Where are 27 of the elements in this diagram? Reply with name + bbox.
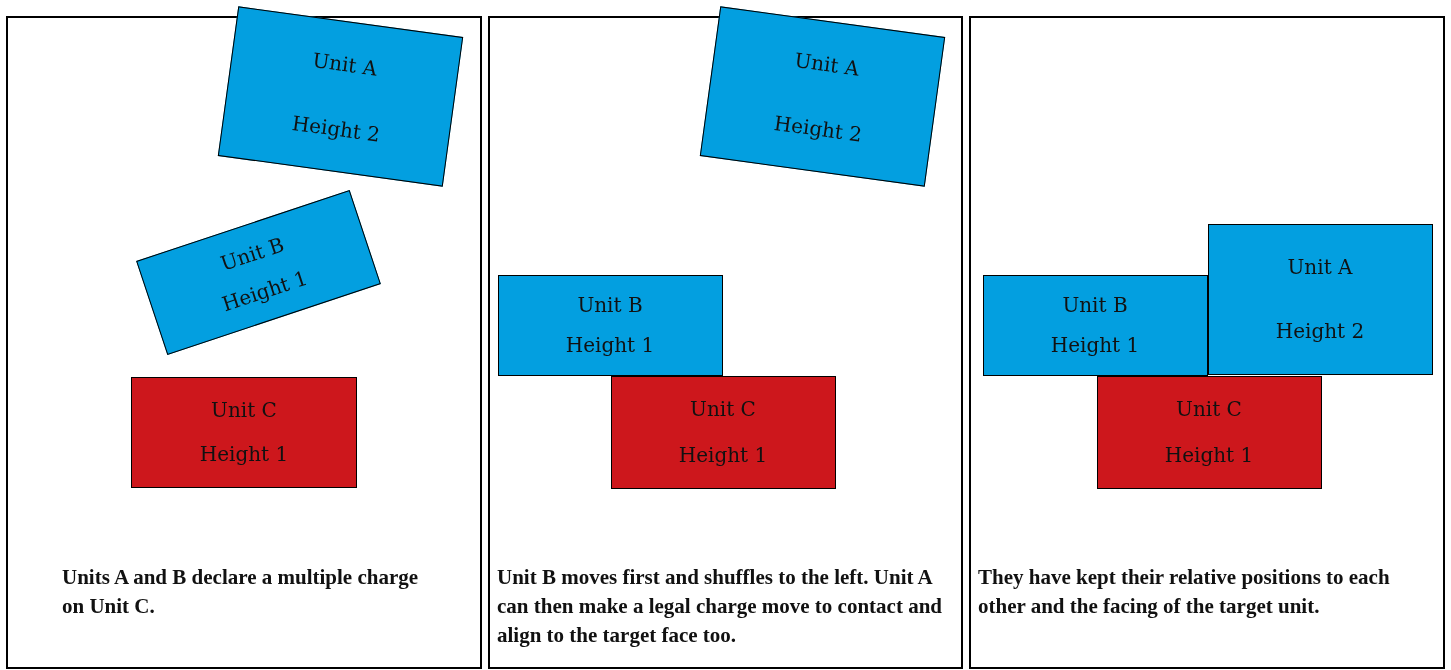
unit-block [497,274,723,376]
caption-text: Unit B moves first and shuffles to the left. Unit A can then make a legal charge move to contact and align to the target face too. [497,564,944,649]
unit-label: Unit B [1062,293,1128,318]
caption-text: Units A and B declare a multiple charge on Unit C. [62,564,420,620]
unit-label: Unit A [1287,254,1353,279]
unit-label: Unit B [217,232,287,276]
unit-label: Unit A [310,47,379,81]
unit-block [1207,223,1433,375]
unit-label: Height 1 [678,442,768,467]
unit-block [1096,375,1322,489]
unit-label: Unit C [690,397,756,422]
unit-label: Unit C [211,397,277,422]
caption-text: They have kept their relative positions to each other and the facing of the target unit. [978,564,1391,620]
unit-block [982,274,1208,376]
unit-label: Height 1 [1050,332,1140,357]
unit-label: Height 1 [1164,442,1254,467]
unit-label: Unit A [792,47,861,81]
unit-block [131,376,357,488]
panel [969,16,1445,669]
unit-label: Height 1 [565,332,655,357]
unit-label: Unit C [1176,397,1242,422]
unit-label: Height 2 [290,110,382,146]
unit-label: Height 2 [772,110,864,146]
unit-label: Height 1 [199,442,289,467]
unit-label: Height 2 [1275,319,1365,344]
unit-block [610,375,836,489]
unit-label: Unit B [577,293,643,318]
